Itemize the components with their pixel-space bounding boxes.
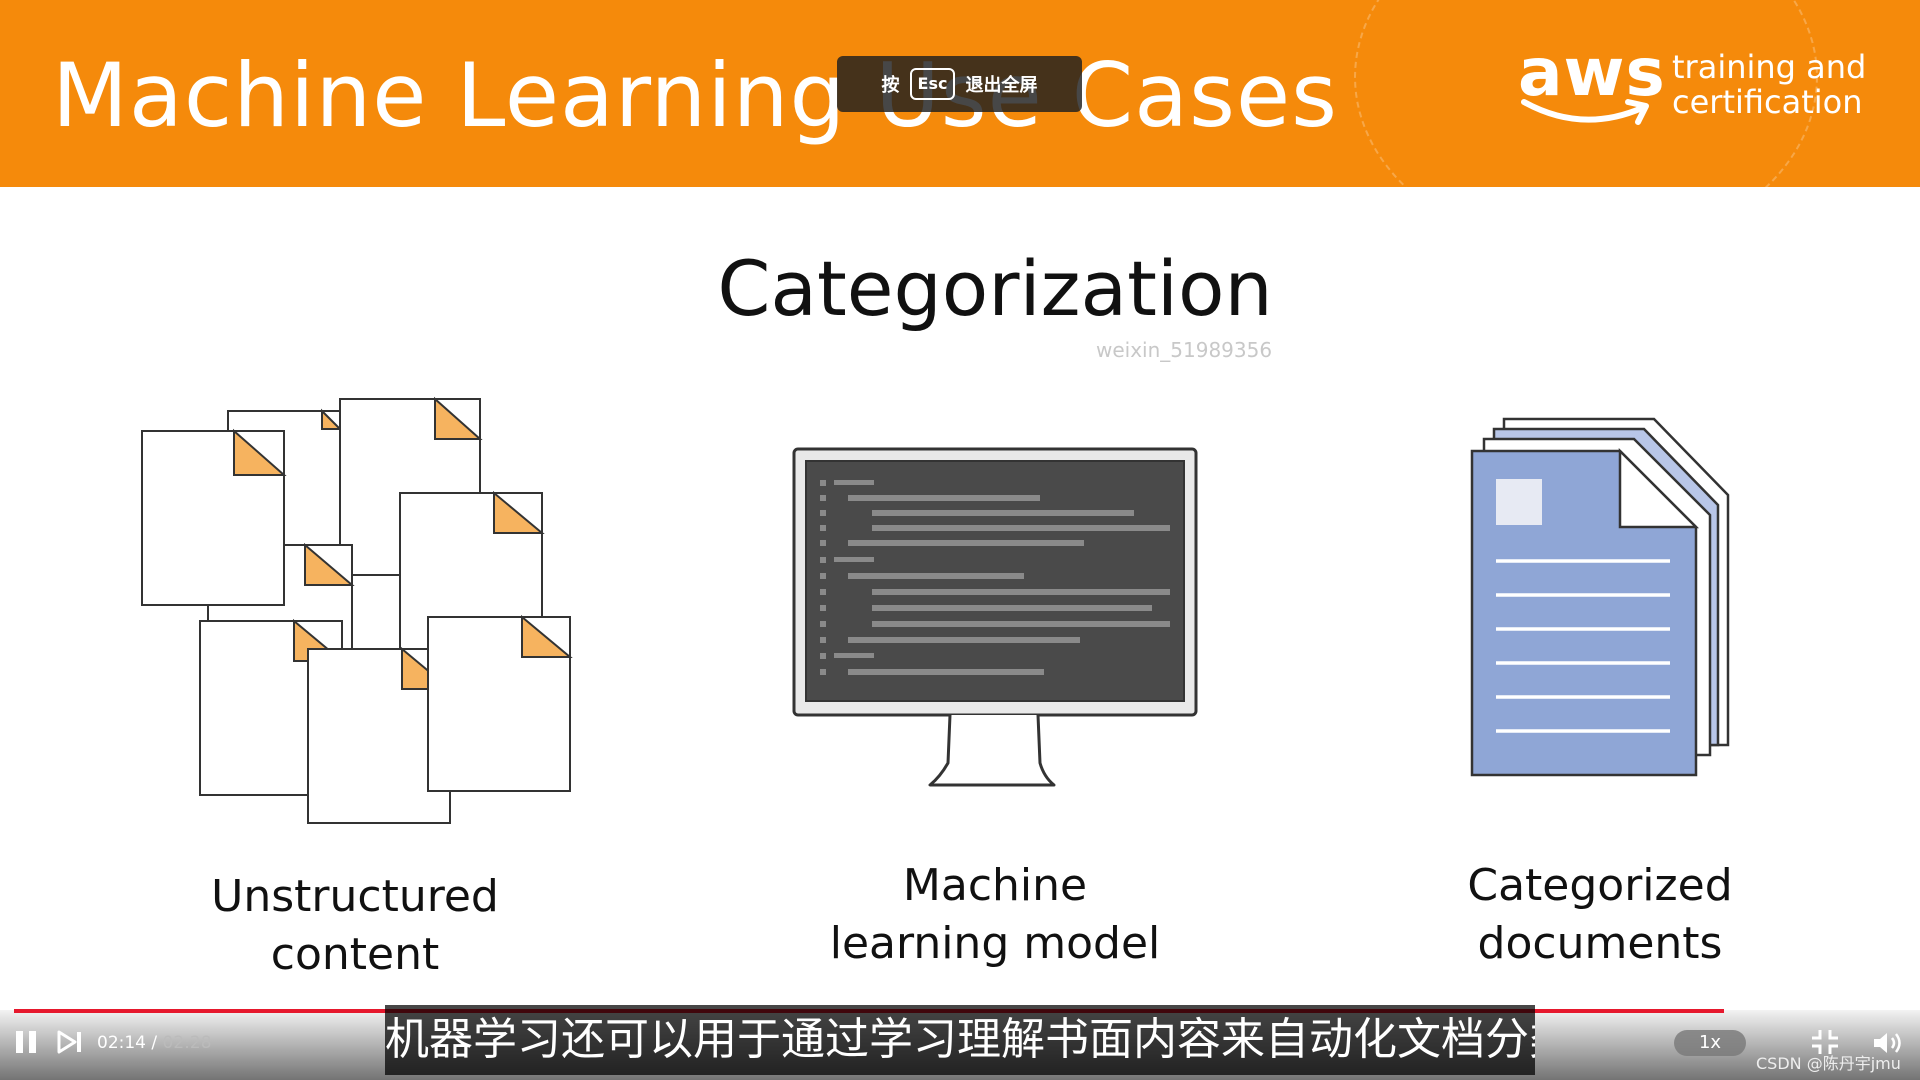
hint-action-text: 退出全屏 [965,75,1038,96]
duration: 02:28 [162,1033,212,1053]
watermark-text: weixin_51989356 [1096,338,1273,362]
exit-fullscreen-icon[interactable] [1810,1028,1840,1056]
document-icon [427,614,573,792]
label-line: Categorized [1467,860,1733,911]
monitor-code-icon [792,447,1198,787]
exit-fullscreen-hint: 按 Esc 退出全屏 [837,56,1082,112]
video-subtitle: 机器学习还可以用于通过学习理解书面内容来自动化文档分类 [385,1005,1535,1075]
esc-key-badge: Esc [909,68,956,100]
label-line: documents [1477,918,1723,969]
document-icon [141,428,287,606]
site-credit: CSDN @陈丹宇jmu [1756,1054,1901,1073]
label-line: Unstructured [211,871,499,922]
aws-smile-icon [1521,99,1649,125]
current-time: 02:14 [97,1033,146,1053]
label-unstructured-content: Unstructured content [155,868,555,984]
scattered-documents-icon [141,396,573,824]
label-machine-learning-model: Machine learning model [800,857,1190,973]
aws-logo-text: aws [1518,34,1666,111]
label-categorized-documents: Categorized documents [1400,857,1800,973]
aws-tagline-line1: training and [1672,48,1867,86]
pause-icon[interactable] [14,1030,40,1054]
slide-header-title: Machine Learning Use Cases [52,44,1338,147]
aws-tagline: training and certification [1672,50,1866,120]
hint-press-text: 按 [881,75,900,96]
next-icon[interactable] [56,1030,84,1054]
slide-header: Machine Learning Use Cases aws training … [0,0,1920,187]
playback-speed-button[interactable]: 1x [1674,1030,1746,1056]
playback-time: 02:14 / 02:28 [97,1033,212,1053]
label-line: learning model [829,918,1161,969]
document-icon [199,618,345,796]
label-line: content [270,929,440,980]
volume-icon[interactable] [1872,1030,1904,1056]
time-separator: / [146,1033,163,1053]
label-line: Machine [902,860,1088,911]
stacked-documents-icon [1470,417,1730,777]
aws-logo: aws [1518,40,1665,140]
section-title: Categorization [717,244,1273,333]
aws-tagline-line2: certification [1672,83,1863,121]
